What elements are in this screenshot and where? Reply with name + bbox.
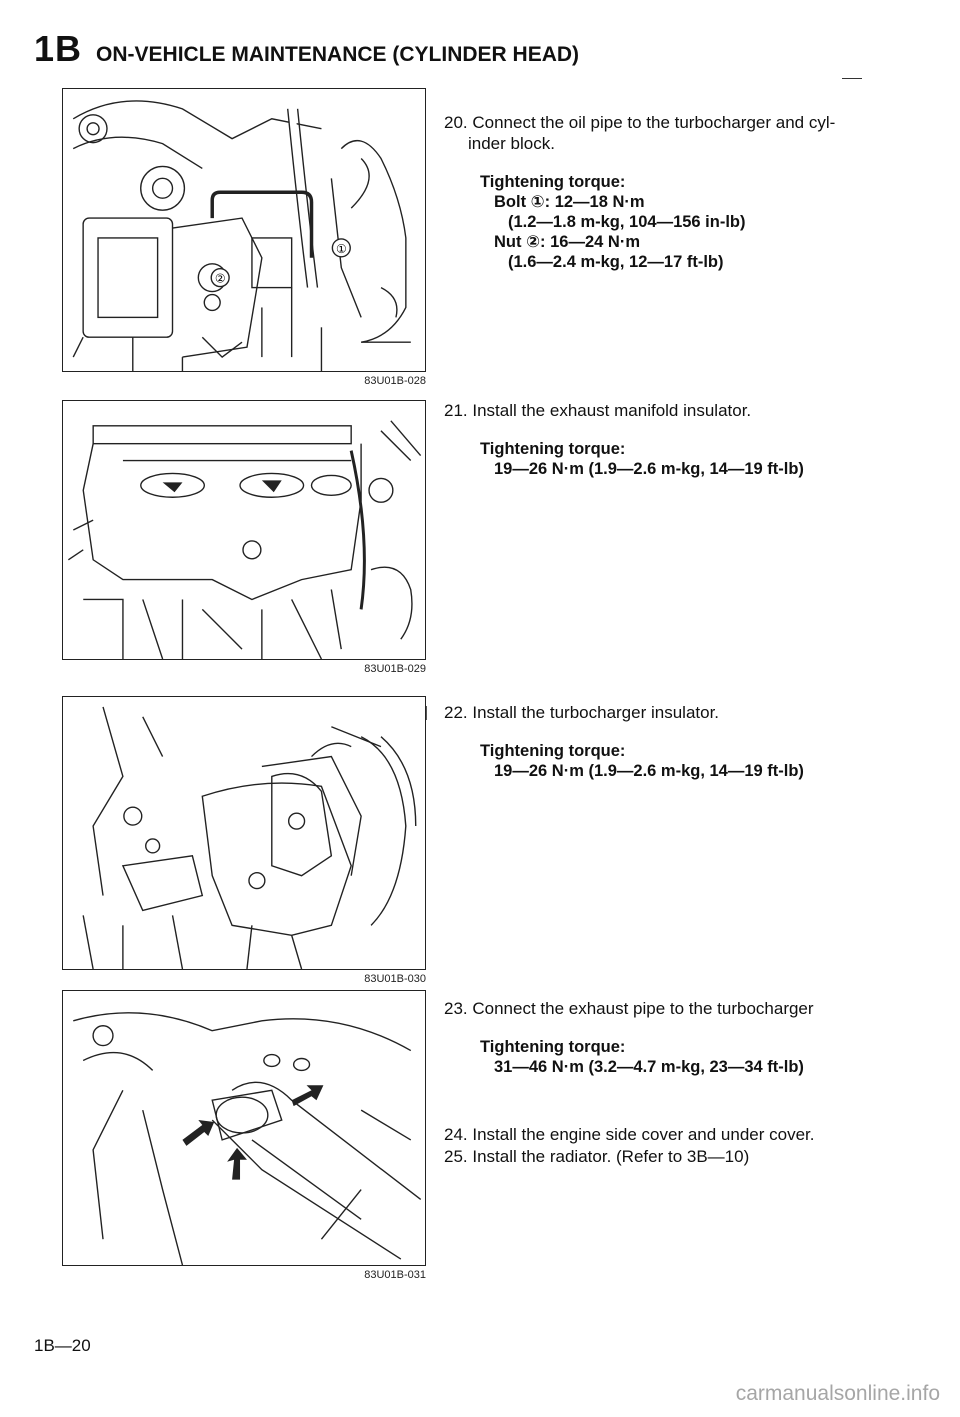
torque-line: 19—26 N·m (1.9—2.6 m-kg, 14—19 ft-lb) bbox=[494, 762, 804, 780]
step-23: 23. Connect the exhaust pipe to the turb… bbox=[444, 998, 874, 1077]
step-text-continued: inder block. bbox=[468, 134, 555, 153]
torque-line: 19—26 N·m (1.9—2.6 m-kg, 14—19 ft-lb) bbox=[494, 460, 804, 478]
torque-line: (1.6—2.4 m-kg, 12—17 ft-lb) bbox=[508, 253, 724, 271]
manifold-insulator-illustration bbox=[62, 400, 426, 660]
torque-spec: Tightening torque: Bolt ①: 12—18 N·m (1.… bbox=[480, 172, 874, 272]
figure-caption: 83U01B-029 bbox=[364, 663, 426, 675]
page-number: 1B—20 bbox=[34, 1336, 91, 1355]
torque-title: Tightening torque: bbox=[480, 742, 626, 760]
section-number: 1B bbox=[34, 28, 83, 69]
step-text: Install the turbocharger insulator. bbox=[472, 703, 720, 722]
margin-mark bbox=[426, 706, 427, 720]
oil-pipe-illustration: ① ② bbox=[62, 88, 426, 372]
torque-line: 31—46 N·m (3.2—4.7 m-kg, 23—34 ft-lb) bbox=[494, 1058, 804, 1076]
step-number: 21. bbox=[444, 401, 468, 420]
page-title: ON-VEHICLE MAINTENANCE (CYLINDER HEAD) bbox=[96, 43, 580, 66]
step-text: Install the radiator. (Refer to 3B—10) bbox=[472, 1147, 750, 1166]
figure-manifold-insulator: 83U01B-029 bbox=[62, 400, 426, 675]
watermark: carmanualsonline.info bbox=[735, 1382, 940, 1405]
torque-spec: Tightening torque: 31—46 N·m (3.2—4.7 m-… bbox=[480, 1037, 874, 1077]
step-number: 24. bbox=[444, 1125, 468, 1144]
figure-caption: 83U01B-030 bbox=[364, 973, 426, 985]
figure-turbo-insulator: 83U01B-030 bbox=[62, 696, 426, 985]
torque-title: Tightening torque: bbox=[480, 440, 626, 458]
figure-caption: 83U01B-031 bbox=[364, 1269, 426, 1281]
figure-caption: 83U01B-028 bbox=[364, 375, 426, 387]
step-text: Connect the oil pipe to the turbocharger… bbox=[472, 113, 836, 132]
turbo-insulator-illustration bbox=[62, 696, 426, 970]
step-number: 20. bbox=[444, 113, 468, 132]
page-header: 1B ON-VEHICLE MAINTENANCE (CYLINDER HEAD… bbox=[34, 28, 874, 69]
step-20: 20. Connect the oil pipe to the turbocha… bbox=[444, 112, 874, 272]
torque-line: (1.2—1.8 m-kg, 104—156 in-lb) bbox=[508, 213, 746, 231]
step-22: 22. Install the turbocharger insulator. … bbox=[444, 702, 874, 781]
torque-spec: Tightening torque: 19—26 N·m (1.9—2.6 m-… bbox=[480, 439, 874, 479]
step-24: 24. Install the engine side cover and un… bbox=[444, 1124, 874, 1145]
step-25: 25. Install the radiator. (Refer to 3B—1… bbox=[444, 1146, 874, 1167]
step-text: Install the engine side cover and under … bbox=[472, 1125, 815, 1144]
header-rule bbox=[842, 78, 862, 79]
step-text: Connect the exhaust pipe to the turbocha… bbox=[472, 999, 814, 1018]
torque-spec: Tightening torque: 19—26 N·m (1.9—2.6 m-… bbox=[480, 741, 874, 781]
figure-exhaust-pipe: 83U01B-031 bbox=[62, 990, 426, 1281]
figure-oil-pipe: ① ② 83U01B-028 bbox=[62, 88, 426, 387]
exhaust-pipe-illustration bbox=[62, 990, 426, 1266]
torque-title: Tightening torque: bbox=[480, 173, 626, 191]
torque-title: Tightening torque: bbox=[480, 1038, 626, 1056]
step-number: 22. bbox=[444, 703, 468, 722]
torque-line: Nut ②: 16—24 N·m bbox=[494, 233, 640, 251]
callout-2-label: ② bbox=[215, 272, 226, 286]
callout-1-label: ① bbox=[336, 242, 347, 256]
step-text: Install the exhaust manifold insulator. bbox=[472, 401, 752, 420]
torque-line: Bolt ①: 12—18 N·m bbox=[494, 193, 645, 211]
step-number: 23. bbox=[444, 999, 468, 1018]
step-21: 21. Install the exhaust manifold insulat… bbox=[444, 400, 874, 479]
step-number: 25. bbox=[444, 1147, 468, 1166]
